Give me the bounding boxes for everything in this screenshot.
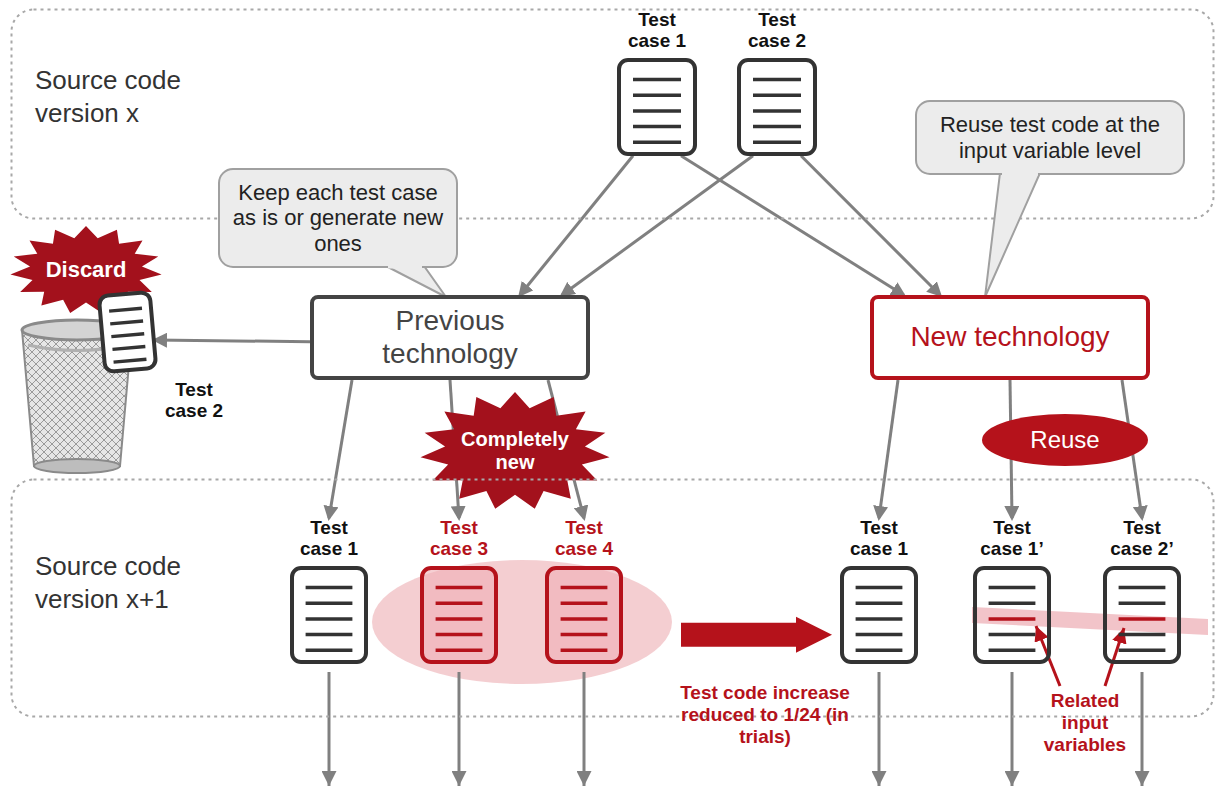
document-icon [737,58,817,156]
ellipse-text: Reuse [1030,426,1099,454]
burst-text: Completely new [455,428,575,474]
reduction-arrow [681,623,796,647]
flow-arrow [879,380,898,518]
new-tests-highlight [372,560,672,684]
doc-label: Test case 1 [621,10,693,58]
flow-arrow [155,340,310,342]
annotation-label: Test code increase reduced to 1/24 (in t… [665,682,865,748]
burst-text: Discard [46,257,127,282]
flow-arrow [329,380,352,518]
document-icon [97,290,159,374]
box-label: Previous technology [345,305,555,369]
callout-bubble: Keep each test case as is or generate ne… [218,168,458,268]
document-icon [617,58,697,156]
continuation-arrows [329,672,1142,786]
doc-label: Test case 2 [741,10,813,58]
doc-label: Test case 1 [293,518,365,566]
region-title: Source code version x [35,64,225,129]
related-variables-band [972,607,1208,635]
region-title: Source code version x+1 [35,550,225,615]
test-case-doc: Test case 1 [290,518,368,664]
test-case-doc: Test case 2 [737,10,817,156]
test-case-doc: Test case 3 [420,518,498,664]
flow-arrow [520,156,633,295]
version-region: Source code version x+1 Test case 1 Test c… [10,478,1215,718]
discarded-doc: Test case 2 [100,292,155,372]
doc-label: Test case 1 [843,518,915,566]
test-case-doc: Test case 2’ [1103,518,1181,664]
doc-label: Test case 3 [423,518,495,566]
reuse-ellipse: Reuse [982,414,1148,466]
annotation-label: Related input variables [1035,690,1135,756]
test-case-doc: Test case 1 [840,518,918,664]
burst-label: Completely new [420,392,610,510]
document-icon [973,566,1051,664]
doc-label: Test case 4 [548,518,620,566]
callout-text: Reuse test code at the input variable le… [915,102,1185,173]
process-box: New technology [870,295,1150,380]
box-label: New technology [910,321,1109,353]
test-case-doc: Test case 1’ [973,518,1051,664]
document-icon [840,566,918,664]
test-case-doc: Test case 1 [617,10,697,156]
doc-label: Test case 1’ [976,518,1048,566]
process-box: Previous technology [310,295,590,380]
document-icon [1103,566,1181,664]
flow-arrow [801,156,940,295]
flow-arrow [562,156,753,295]
test-case-doc: Test case 4 [545,518,623,664]
callout-bubble: Reuse test code at the input variable le… [915,100,1185,175]
document-icon [545,566,623,664]
doc-label: Test case 2 [158,380,230,422]
document-icon [420,566,498,664]
doc-label: Test case 2’ [1106,518,1178,566]
callout-text: Keep each test case as is or generate ne… [218,170,458,266]
document-icon [290,566,368,664]
